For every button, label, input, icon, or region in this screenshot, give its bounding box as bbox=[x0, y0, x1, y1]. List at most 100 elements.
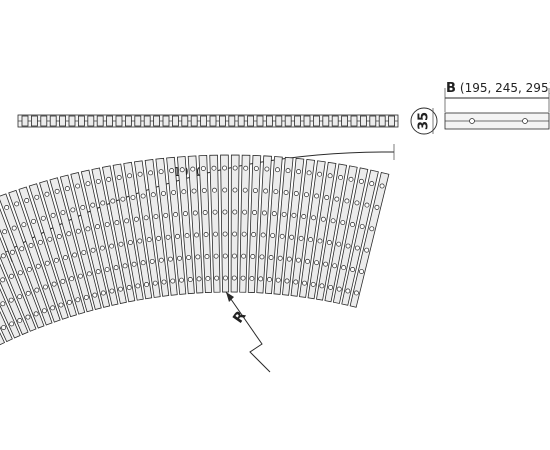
grating-hole bbox=[34, 287, 40, 293]
grating-hole bbox=[0, 277, 6, 283]
grating-hole bbox=[160, 191, 166, 196]
grating-hole bbox=[116, 175, 122, 180]
width-letter: B bbox=[446, 81, 456, 96]
side-view-slat bbox=[303, 115, 311, 127]
grating-hole bbox=[161, 279, 167, 285]
grating-hole bbox=[196, 276, 202, 282]
grating-slat bbox=[316, 163, 348, 301]
grating-hole bbox=[113, 265, 119, 271]
grating-hole bbox=[264, 166, 270, 172]
grating-hole bbox=[259, 254, 265, 260]
grating-hole bbox=[51, 281, 57, 287]
grating-slat bbox=[39, 180, 86, 315]
grating-hole bbox=[149, 258, 155, 264]
grating-hole bbox=[298, 235, 304, 241]
grating-slat bbox=[28, 183, 77, 318]
grating-slat bbox=[209, 154, 221, 293]
grating-hole bbox=[341, 265, 347, 271]
grating-hole bbox=[170, 278, 176, 284]
grating-hole bbox=[286, 256, 292, 262]
grating-hole bbox=[203, 232, 209, 237]
grating-slat bbox=[220, 154, 230, 293]
side-view-slat bbox=[115, 115, 123, 127]
grating-hole bbox=[43, 284, 48, 290]
grating-hole bbox=[277, 255, 283, 261]
side-view-slat bbox=[181, 115, 189, 127]
grating-hole bbox=[192, 210, 198, 216]
grating-hole bbox=[324, 195, 330, 200]
grating-hole bbox=[41, 308, 47, 314]
grating-hole bbox=[169, 168, 175, 174]
grating-hole bbox=[109, 288, 115, 294]
grating-hole bbox=[78, 273, 83, 279]
side-view-slat bbox=[247, 115, 255, 127]
grating-hole bbox=[72, 252, 78, 258]
grating-slat bbox=[80, 169, 119, 306]
grating-hole bbox=[135, 283, 141, 289]
grating-hole bbox=[66, 299, 72, 305]
grating-hole bbox=[133, 216, 139, 222]
grating-hole bbox=[202, 210, 208, 215]
grating-hole bbox=[275, 167, 280, 173]
grating-hole bbox=[120, 196, 126, 202]
grating-hole bbox=[308, 237, 314, 243]
grating-slat bbox=[0, 263, 29, 336]
grating-hole bbox=[369, 181, 375, 187]
grating-hole bbox=[95, 269, 101, 275]
grating-hole bbox=[187, 277, 193, 282]
grating-hole bbox=[293, 191, 299, 196]
grating-hole bbox=[249, 275, 255, 281]
grating-hole bbox=[332, 263, 338, 269]
grating-hole bbox=[303, 192, 309, 198]
grating-hole bbox=[232, 231, 238, 237]
grating-hole bbox=[214, 275, 220, 281]
grating-hole bbox=[104, 267, 110, 272]
grating-hole bbox=[44, 260, 50, 266]
side-view-slat bbox=[359, 115, 367, 127]
grating-hole bbox=[258, 276, 264, 282]
grating-hole bbox=[240, 275, 246, 281]
grating-hole bbox=[33, 311, 39, 317]
grating-hole bbox=[271, 211, 277, 217]
grating-hole bbox=[95, 178, 101, 184]
grating-hole bbox=[118, 286, 123, 292]
grating-slat bbox=[324, 165, 358, 303]
grating-hole bbox=[179, 167, 185, 173]
width-values: (195, 245, 295) bbox=[460, 81, 550, 95]
grating-hole bbox=[326, 240, 332, 245]
grating-hole bbox=[2, 229, 8, 235]
grating-hole bbox=[9, 321, 15, 327]
grating-hole bbox=[40, 215, 46, 221]
grating-slat bbox=[341, 169, 379, 306]
grating-hole bbox=[336, 241, 342, 247]
grating-hole bbox=[143, 215, 149, 221]
grating-hole bbox=[232, 187, 238, 193]
grating-hole bbox=[314, 260, 320, 266]
grating-hole bbox=[263, 188, 269, 194]
side-view-slat bbox=[369, 115, 377, 127]
grating-hole bbox=[323, 261, 329, 267]
grating-hole bbox=[252, 210, 258, 215]
grating-hole bbox=[146, 237, 152, 243]
grating-hole bbox=[75, 297, 81, 303]
grating-hole bbox=[289, 234, 295, 240]
end-view: B (195, 245, 295) bbox=[444, 81, 550, 130]
grating-hole bbox=[181, 189, 187, 195]
side-view-slat bbox=[312, 115, 320, 127]
grating-hole bbox=[284, 278, 290, 284]
height-circle bbox=[410, 107, 438, 135]
grating-hole bbox=[222, 231, 228, 237]
grating-slat bbox=[112, 163, 144, 301]
grating-hole bbox=[75, 228, 81, 234]
grating-hole bbox=[131, 261, 137, 267]
grating-hole bbox=[241, 253, 247, 259]
side-view-slat bbox=[200, 115, 208, 127]
grating-hole bbox=[60, 278, 66, 284]
grating-hole bbox=[109, 243, 115, 249]
grating-hole bbox=[212, 209, 218, 215]
grating-hole bbox=[75, 183, 81, 189]
grating-hole bbox=[137, 171, 143, 177]
grating-hole bbox=[232, 209, 238, 215]
side-view-slat bbox=[96, 115, 104, 127]
grating-hole bbox=[222, 209, 228, 215]
